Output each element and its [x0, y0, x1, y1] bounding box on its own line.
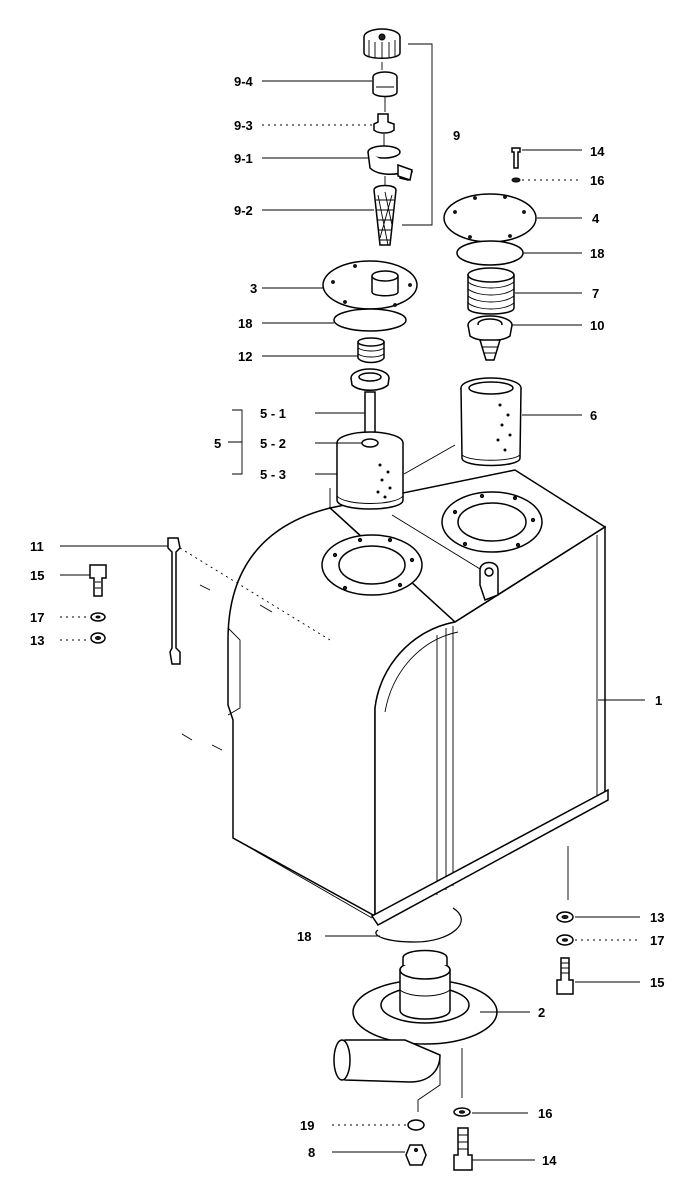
- label-3: 3: [250, 281, 257, 296]
- label-19: 19: [300, 1118, 314, 1133]
- label-4: 4: [592, 211, 600, 226]
- tank-body: [227, 469, 609, 926]
- label-13-right: 13: [650, 910, 664, 925]
- label-15-right: 15: [650, 975, 664, 990]
- label-16-bottom: 16: [538, 1106, 552, 1121]
- label-8: 8: [308, 1145, 315, 1160]
- label-12: 12: [238, 349, 252, 364]
- label-14-bottom: 14: [542, 1153, 557, 1168]
- label-7: 7: [592, 286, 599, 301]
- label-9: 9: [453, 128, 460, 143]
- cap-assembly: [363, 28, 433, 246]
- label-18-bottom: 18: [297, 929, 311, 944]
- label-11: 11: [30, 539, 44, 554]
- label-9-3: 9-3: [234, 118, 253, 133]
- left-stack: [322, 260, 418, 510]
- label-15-left: 15: [30, 568, 44, 583]
- label-17-right: 17: [650, 933, 664, 948]
- label-16-top: 16: [590, 173, 604, 188]
- label-10: 10: [590, 318, 604, 333]
- part-labels: 9-4 9-3 9-1 9-2 9 14 16 4 18 7 10 3 18 1…: [30, 74, 664, 1168]
- label-18-left: 18: [238, 316, 252, 331]
- label-5: 5: [214, 436, 221, 451]
- bottom-right-fasteners: [556, 911, 574, 995]
- label-14-top: 14: [590, 144, 605, 159]
- label-2: 2: [538, 1005, 545, 1020]
- label-18-right: 18: [590, 246, 604, 261]
- label-9-4: 9-4: [234, 74, 254, 89]
- level-gauge: [89, 537, 181, 665]
- label-13-left: 13: [30, 633, 44, 648]
- label-9-1: 9-1: [234, 151, 253, 166]
- label-6: 6: [590, 408, 597, 423]
- label-1: 1: [655, 693, 662, 708]
- label-9-2: 9-2: [234, 203, 253, 218]
- label-5-3: 5 - 3: [260, 467, 286, 482]
- suction-assembly: [333, 907, 498, 1171]
- label-17-left: 17: [30, 610, 44, 625]
- label-5-2: 5 - 2: [260, 436, 286, 451]
- label-5-1: 5 - 1: [260, 406, 286, 421]
- leader-lines: [60, 62, 645, 1161]
- right-stack: [443, 147, 537, 467]
